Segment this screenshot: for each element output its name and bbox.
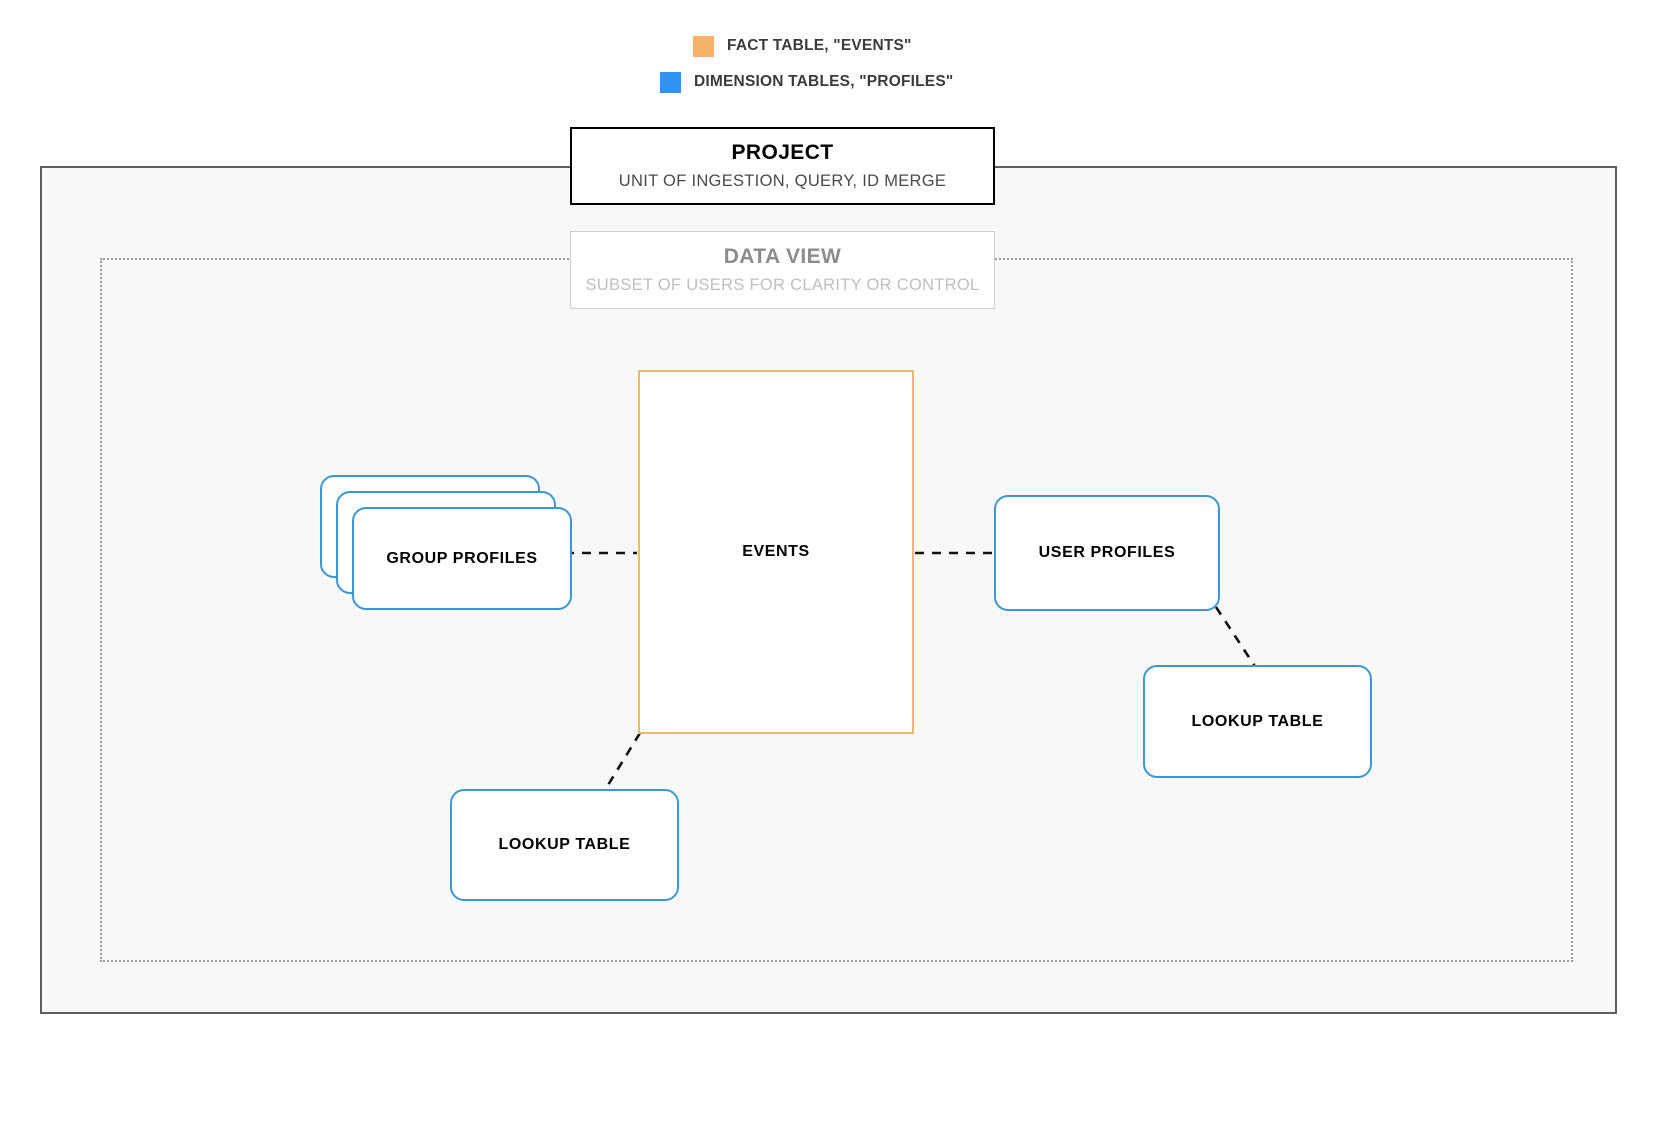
- data-view-header-card: DATA VIEW SUBSET OF USERS FOR CLARITY OR…: [570, 231, 995, 309]
- legend-label-dimension-tables: DIMENSION TABLES, "PROFILES": [694, 73, 954, 90]
- node-lookup-table-right[interactable]: LOOKUP TABLE: [1143, 665, 1372, 778]
- project-header-card: PROJECT UNIT OF INGESTION, QUERY, ID MER…: [570, 127, 995, 205]
- node-lookup-table-left-label: LOOKUP TABLE: [498, 836, 631, 853]
- project-title: PROJECT: [731, 141, 834, 164]
- legend-label-fact-table: FACT TABLE, "EVENTS": [727, 37, 912, 54]
- data-view-title: DATA VIEW: [723, 245, 842, 268]
- project-subtitle: UNIT OF INGESTION, QUERY, ID MERGE: [618, 172, 947, 191]
- data-view-subtitle: SUBSET OF USERS FOR CLARITY OR CONTROL: [585, 276, 980, 295]
- group-profiles-stack-card-front[interactable]: GROUP PROFILES: [352, 507, 572, 610]
- node-group-profiles[interactable]: GROUP PROFILES: [320, 475, 572, 610]
- square-swatch-orange-icon: [693, 35, 714, 57]
- node-user-profiles[interactable]: USER PROFILES: [994, 495, 1220, 611]
- node-lookup-table-right-label: LOOKUP TABLE: [1191, 712, 1324, 730]
- square-swatch-blue-icon: [660, 71, 681, 93]
- node-events-label: EVENTS: [742, 543, 810, 560]
- legend: FACT TABLE, "EVENTS" DIMENSION TABLES, "…: [0, 28, 1664, 100]
- legend-item-fact-table: FACT TABLE, "EVENTS": [0, 28, 1664, 64]
- node-user-profiles-label: USER PROFILES: [1038, 544, 1176, 561]
- node-events[interactable]: EVENTS: [638, 370, 914, 734]
- node-group-profiles-label: GROUP PROFILES: [386, 549, 538, 567]
- legend-item-dimension-tables: DIMENSION TABLES, "PROFILES": [0, 64, 1664, 100]
- node-lookup-table-left[interactable]: LOOKUP TABLE: [450, 789, 679, 901]
